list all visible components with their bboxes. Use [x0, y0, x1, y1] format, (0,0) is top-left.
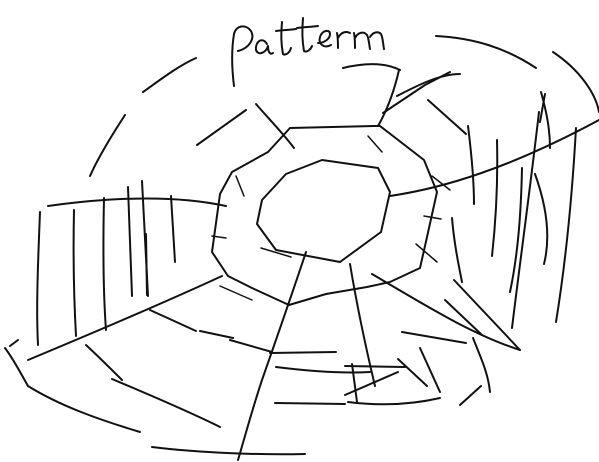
web-spoke-far-right — [512, 94, 545, 328]
handwritten-title-pattern — [232, 18, 384, 86]
web-spoke-up-right — [378, 70, 399, 126]
web-ring-2 — [212, 126, 437, 305]
web-arc-top — [90, 36, 599, 176]
web-spoke-up — [256, 104, 294, 148]
web-spoke-left — [48, 199, 226, 207]
web-spoke-down-center — [350, 264, 375, 386]
web-ring-inner — [257, 160, 390, 262]
web-ring-3 — [146, 72, 482, 392]
web-spoke-down-left — [28, 276, 222, 360]
web-spoke-lower-left — [5, 340, 140, 432]
web-spoke-down — [238, 252, 306, 460]
web-arc-right — [468, 92, 576, 322]
web-ring-outer — [86, 280, 520, 454]
